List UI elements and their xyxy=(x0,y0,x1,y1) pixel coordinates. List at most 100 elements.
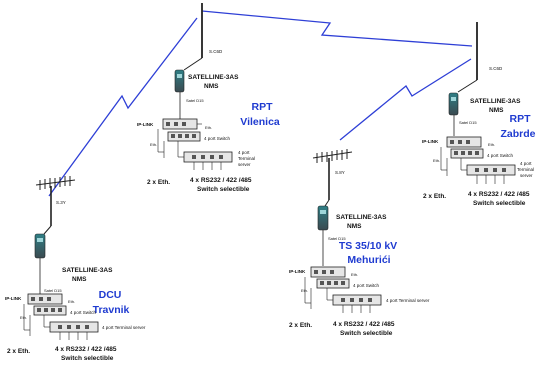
switch-label: 4 port Switch xyxy=(353,283,380,288)
terminal-server-label: 4 port Terminal server xyxy=(386,298,430,303)
iplink-label: IP-LINK xyxy=(422,139,439,144)
site-name-line2: Travnik xyxy=(93,304,130,316)
radio-modem-icon xyxy=(34,233,46,259)
radio-model-line1: SATELLINE-3AS xyxy=(62,267,113,274)
eth-label: Eth. xyxy=(433,158,440,163)
iplink-device xyxy=(446,136,482,148)
radio-model-line2: NMS xyxy=(204,83,219,90)
port-led xyxy=(51,308,55,312)
iplink-label: IP-LINK xyxy=(5,296,22,301)
antenna-cable xyxy=(324,199,330,207)
site-dcu-travnik: S.3Y SATELLINE-3AS NMS Satel D15 DCU Tra… xyxy=(5,176,146,362)
switch-device xyxy=(167,131,201,142)
radio-model-line1: SATELLINE-3AS xyxy=(470,98,521,105)
port-led xyxy=(484,168,488,172)
serial-ports-label: 4 x RS232 / 422 /485 xyxy=(468,191,530,198)
port-led xyxy=(368,298,372,302)
switch-device xyxy=(316,278,350,289)
eth-label: Eth. xyxy=(150,142,157,147)
antenna-label: S.8Y xyxy=(335,170,345,175)
satel-d15-label: Satel D15 xyxy=(44,288,62,293)
port-led xyxy=(327,281,331,285)
serial-switch-label: Switch selectible xyxy=(340,330,393,337)
port-led xyxy=(192,155,196,159)
terminal-server-label-1: 4 port xyxy=(238,150,250,155)
eth-x2-label: 2 x Eth. xyxy=(289,322,312,329)
terminal-server-label-1: 4 port xyxy=(520,161,532,166)
port-led xyxy=(171,134,175,138)
port-led xyxy=(341,298,345,302)
yagi-antenna-icon xyxy=(312,149,353,163)
radio-model-line2: NMS xyxy=(72,276,87,283)
port-led xyxy=(201,155,205,159)
cables xyxy=(23,304,88,340)
serial-ports-label: 4 x RS232 / 422 /485 xyxy=(55,346,117,353)
terminal-server-label-3: server xyxy=(520,173,533,178)
port-led xyxy=(468,151,472,155)
iplink-label: IP-LINK xyxy=(289,269,306,274)
terminal-server-label-3: server xyxy=(238,162,251,167)
cables xyxy=(304,277,371,313)
radio-model-line2: NMS xyxy=(489,107,504,114)
iplink-device xyxy=(27,293,63,305)
port-led xyxy=(185,134,189,138)
site-name-line1: TS 35/10 kV xyxy=(339,240,397,252)
radio-model-line1: SATELLINE-3AS xyxy=(336,214,387,221)
eth-label: Eth. xyxy=(351,272,358,277)
port-led xyxy=(58,308,62,312)
radio-link-zabrde-mehurici xyxy=(339,58,472,141)
port-led xyxy=(330,270,334,274)
port-led xyxy=(334,281,338,285)
port-led xyxy=(174,122,178,126)
port-led xyxy=(502,168,506,172)
terminal-server-label-2: Terminal xyxy=(238,156,255,161)
site-name-line2: Vilenica xyxy=(240,116,280,128)
cables xyxy=(157,129,222,170)
port-led xyxy=(320,281,324,285)
port-led xyxy=(322,270,326,274)
eth-x2-label: 2 x Eth. xyxy=(7,348,30,355)
site-name-line2: Mehurići xyxy=(347,254,390,266)
port-led xyxy=(178,134,182,138)
port-led xyxy=(475,151,479,155)
antenna-cable xyxy=(183,57,203,71)
port-led xyxy=(85,325,89,329)
serial-switch-label: Switch selectible xyxy=(473,200,526,207)
cables xyxy=(440,147,505,184)
port-led xyxy=(458,140,462,144)
serial-ports-label: 4 x RS232 / 422 /485 xyxy=(333,321,395,328)
eth-x2-label: 2 x Eth. xyxy=(147,179,170,186)
port-led xyxy=(461,151,465,155)
satel-d15-label: Satel D15 xyxy=(328,236,346,241)
terminal-server-label: 4 port Terminal server xyxy=(102,325,146,330)
port-led xyxy=(31,297,35,301)
port-led xyxy=(210,155,214,159)
iplink-label: IP-LINK xyxy=(137,122,154,127)
eth-x2-label: 2 x Eth. xyxy=(423,193,446,200)
radio-links xyxy=(48,10,473,197)
switch-label: 4 port Switch xyxy=(204,136,231,141)
port-led xyxy=(182,122,186,126)
terminal-server-label-2: Terminal xyxy=(517,167,534,172)
antenna-label: S.C6D xyxy=(489,66,503,71)
yagi-antenna-icon xyxy=(35,176,76,190)
terminal-server-device xyxy=(49,321,99,333)
port-led xyxy=(341,281,345,285)
terminal-server-device xyxy=(332,294,382,306)
eth-label: Eth. xyxy=(488,142,495,147)
port-led xyxy=(67,325,71,329)
port-led xyxy=(39,297,43,301)
switch-label: 4 port Switch xyxy=(70,310,97,315)
port-led xyxy=(37,308,41,312)
serial-switch-label: Switch selectible xyxy=(61,355,114,362)
iplink-device xyxy=(310,266,346,278)
antenna-cable xyxy=(457,79,478,93)
port-led xyxy=(350,298,354,302)
port-led xyxy=(76,325,80,329)
port-led xyxy=(58,325,62,329)
satel-d15-label: Satel D15 xyxy=(186,98,204,103)
site-name-line2: Zabrde xyxy=(500,128,535,140)
antenna-cable xyxy=(43,225,52,235)
